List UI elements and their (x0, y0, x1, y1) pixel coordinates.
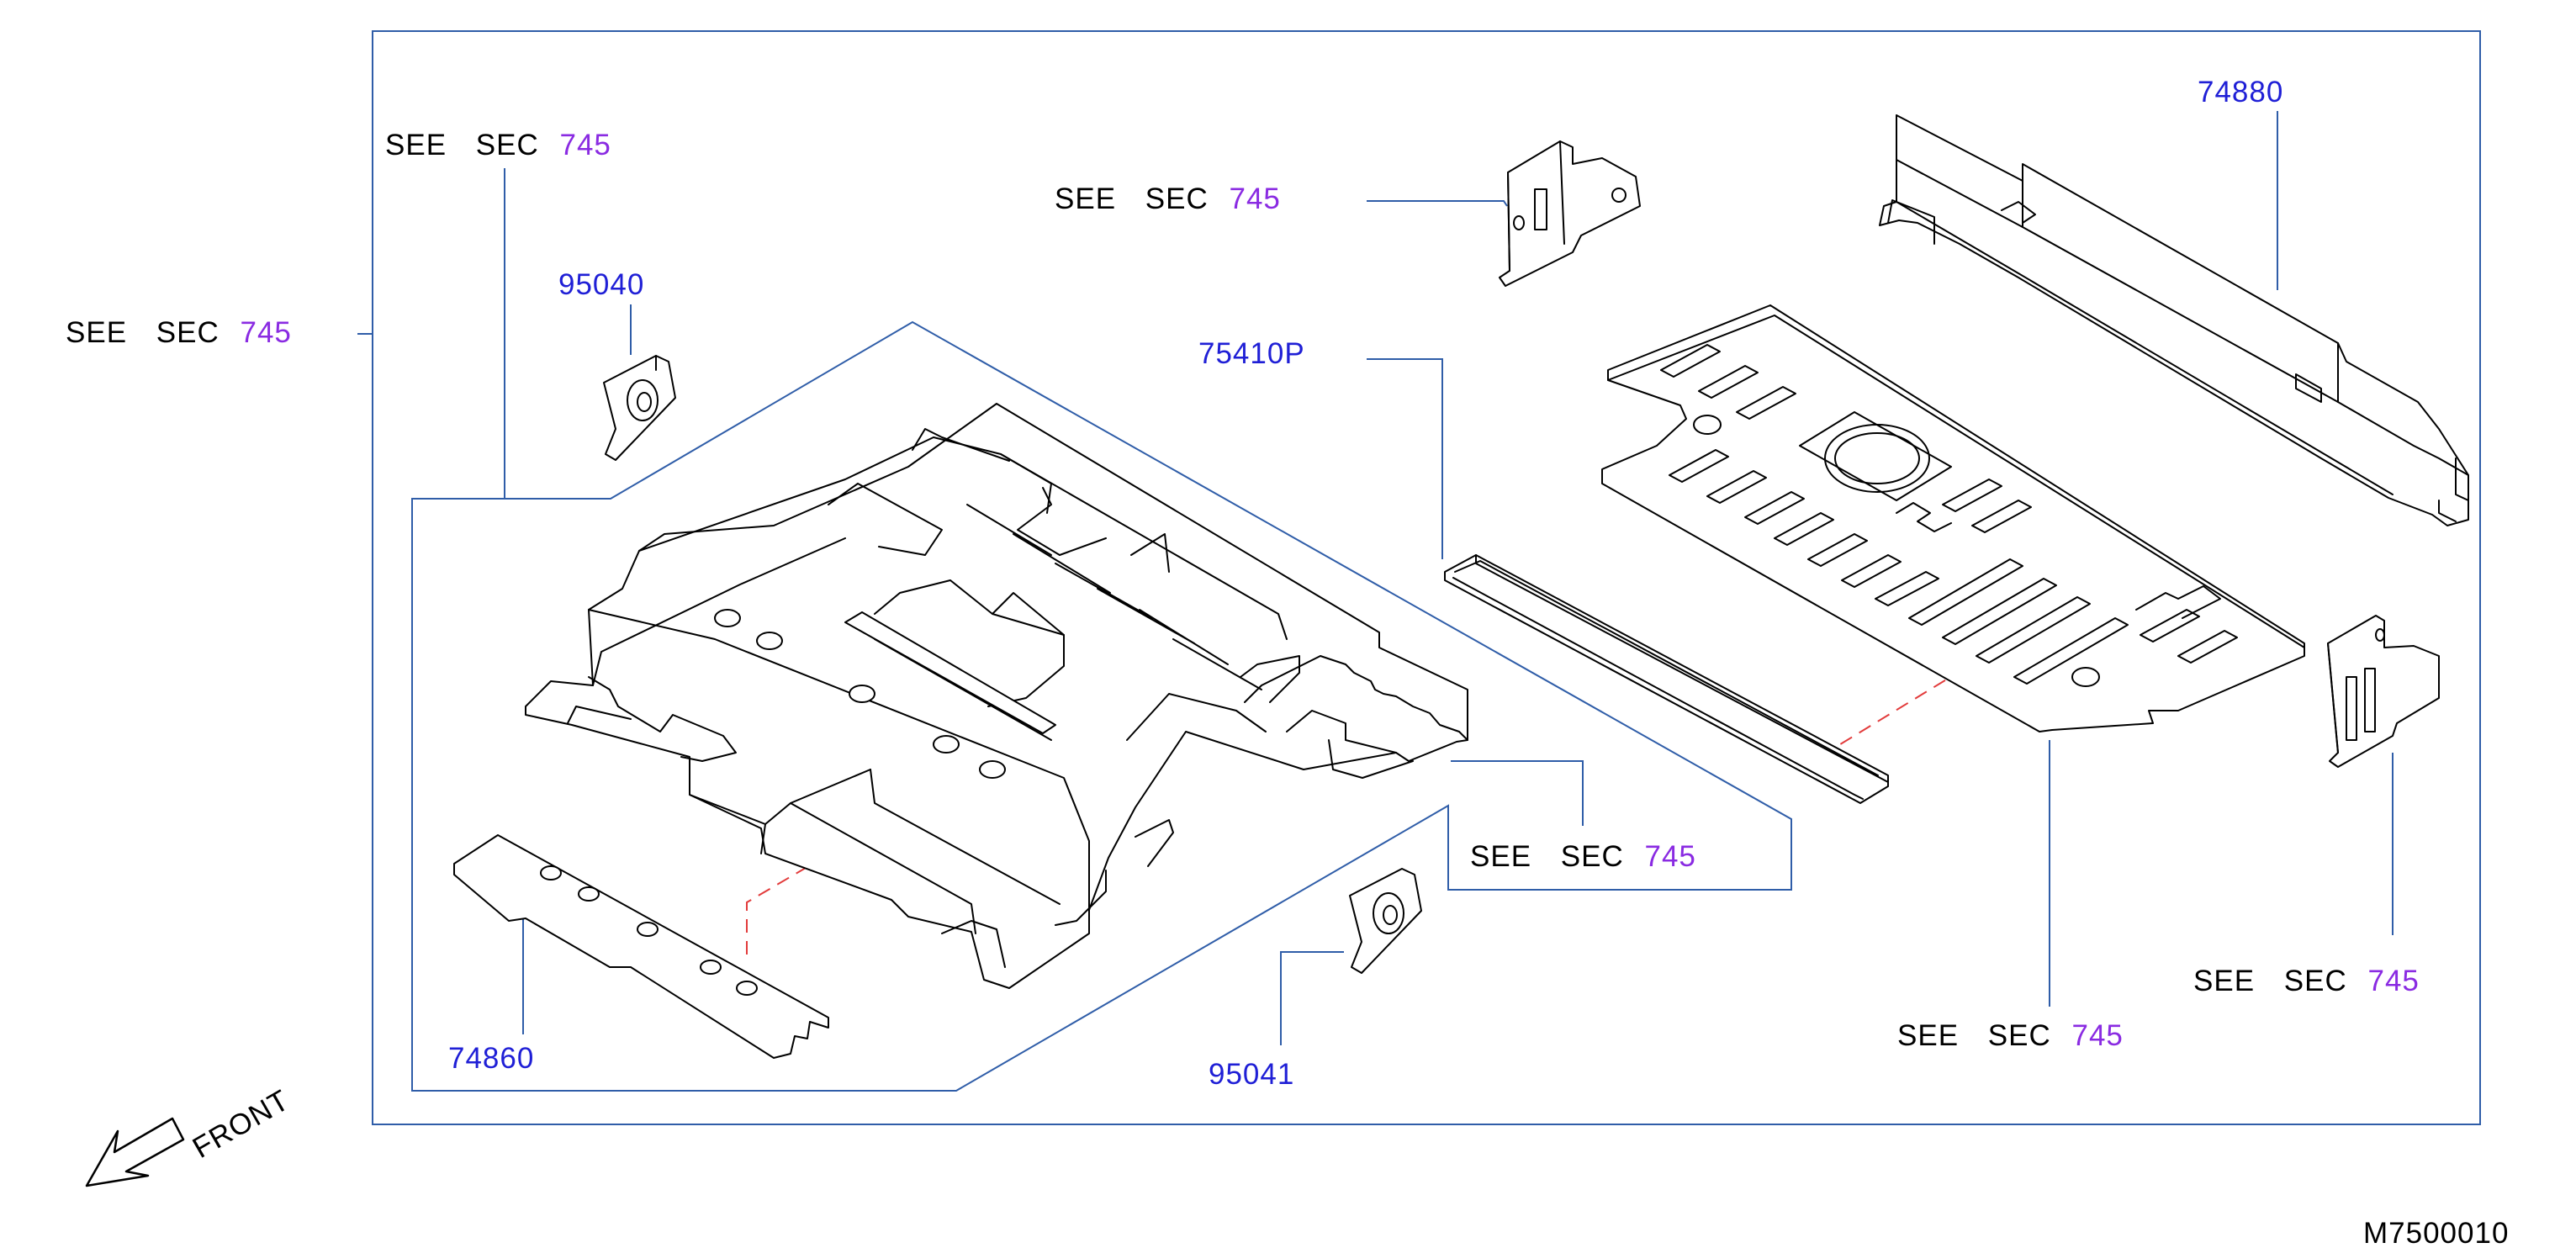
leader-line (1451, 760, 1584, 826)
leader-line (1367, 358, 1443, 559)
crossmember-74860 (453, 834, 829, 1059)
side-bracket-right (2327, 615, 2440, 768)
see-sec-label: SEE SEC 745 (1055, 182, 1281, 215)
leader-line (1280, 951, 1344, 1045)
bracket-95041 (1349, 868, 1422, 974)
part-number-75410P: 75410P (1198, 337, 1305, 370)
part-number-74860: 74860 (448, 1042, 534, 1075)
part-number-95041: 95041 (1209, 1058, 1294, 1091)
front-arrow-icon (85, 1117, 185, 1187)
front-floor-panel (525, 403, 1468, 989)
see-sec-label: SEE SEC 745 (66, 316, 292, 349)
front-label: FRONT (188, 1083, 295, 1165)
side-bracket-upper (1499, 140, 1641, 287)
group-outline-front-floor (411, 320, 1792, 1092)
figure-code: M7500010 (2363, 1217, 2509, 1248)
see-sec-label: SEE SEC 745 (385, 129, 611, 161)
rear-member-74880 (1879, 114, 2469, 526)
see-sec-label: SEE SEC 745 (2193, 965, 2420, 997)
rear-floor-panel (1601, 304, 2305, 732)
see-sec-label: SEE SEC 745 (1897, 1019, 2124, 1052)
bracket-95040 (603, 355, 676, 461)
see-sec-label: SEE SEC 745 (1470, 840, 1696, 873)
rail-75410P (1444, 554, 1889, 804)
leader-line (1367, 200, 1508, 207)
diagram-frame (372, 30, 2481, 1125)
part-number-74880: 74880 (2198, 76, 2283, 108)
part-number-95040: 95040 (558, 268, 644, 301)
